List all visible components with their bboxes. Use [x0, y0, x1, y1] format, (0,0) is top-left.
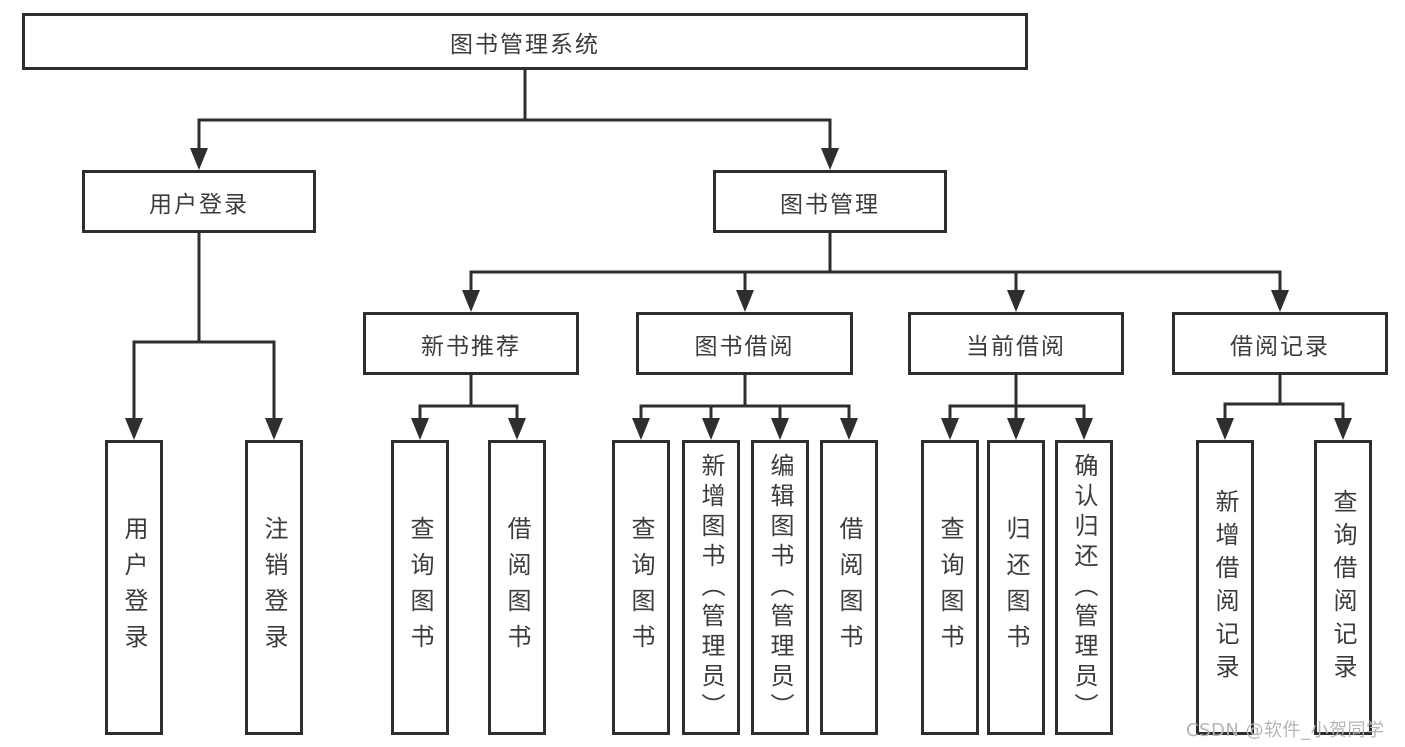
leaf-query-borrow-record: 查询借阅记录 [1314, 440, 1372, 735]
node-label: 确认归还（管理员） [1070, 452, 1098, 723]
leaf-query-books-recommend: 查询图书 [391, 440, 449, 735]
node-book-management: 图书管理 [713, 170, 947, 233]
node-label: 归还图书 [1002, 515, 1030, 660]
node-label: 注销登录 [260, 515, 288, 660]
node-current-borrowing: 当前借阅 [908, 312, 1124, 375]
node-label: 查询图书 [936, 515, 964, 660]
node-label: 查询图书 [627, 515, 655, 660]
node-label: 新书推荐 [421, 333, 521, 360]
leaf-add-borrow-record: 新增借阅记录 [1196, 440, 1254, 735]
node-label: 新增图书（管理员） [697, 452, 725, 723]
leaf-logout: 注销登录 [245, 440, 303, 735]
node-borrowing-records: 借阅记录 [1172, 312, 1388, 375]
node-label: 借阅记录 [1230, 333, 1330, 360]
csdn-watermark: CSDN @软件_小贺同学 [1186, 720, 1385, 741]
leaf-user-login: 用户登录 [105, 440, 163, 735]
node-label: 用户登录 [149, 191, 249, 218]
node-label: 编辑图书（管理员） [766, 452, 794, 723]
node-label: 借阅图书 [503, 515, 531, 660]
node-new-book-recommend: 新书推荐 [363, 312, 579, 375]
arrowheads [125, 148, 1352, 440]
leaf-return-books: 归还图书 [987, 440, 1045, 735]
node-label: 新增借阅记录 [1211, 488, 1239, 687]
node-label: 图书借阅 [694, 333, 795, 360]
leaf-query-books-borrowing: 查询图书 [612, 440, 670, 735]
node-book-borrowing: 图书借阅 [636, 312, 853, 375]
node-label: 当前借阅 [966, 333, 1066, 360]
node-label: 图书管理 [780, 191, 880, 218]
leaf-borrow-books-recommend: 借阅图书 [488, 440, 546, 735]
node-label: 用户登录 [120, 515, 148, 660]
leaf-borrow-books: 借阅图书 [820, 440, 878, 735]
node-label: 借阅图书 [835, 515, 863, 660]
node-label: 查询图书 [406, 515, 434, 660]
node-label: 查询借阅记录 [1329, 488, 1357, 687]
leaf-edit-book-admin: 编辑图书（管理员） [751, 440, 809, 735]
leaf-confirm-return-admin: 确认归还（管理员） [1055, 440, 1113, 735]
leaf-add-book-admin: 新增图书（管理员） [682, 440, 740, 735]
node-label: 图书管理系统 [450, 31, 600, 58]
leaf-query-books-current: 查询图书 [921, 440, 979, 735]
node-user-login: 用户登录 [82, 170, 316, 233]
node-library-management-system: 图书管理系统 [22, 13, 1028, 70]
